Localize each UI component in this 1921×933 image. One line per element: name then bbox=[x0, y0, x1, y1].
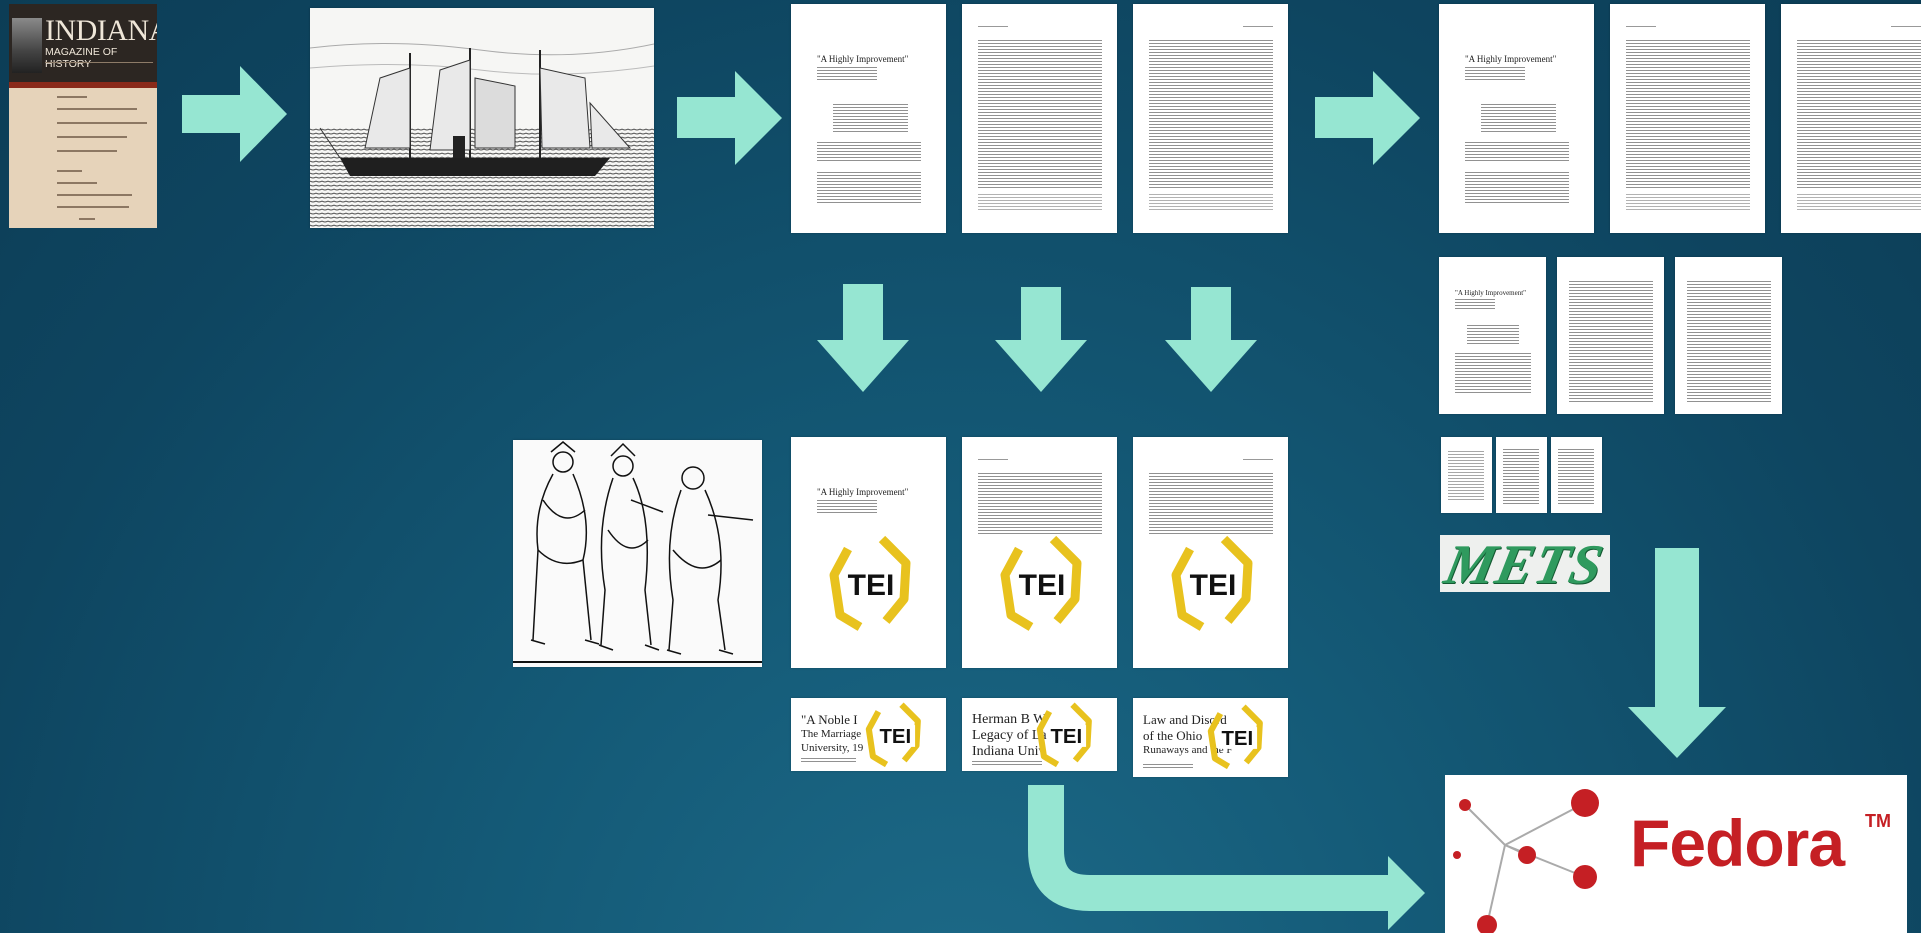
page-small-3 bbox=[1551, 437, 1602, 513]
arrow-right-1 bbox=[182, 66, 287, 162]
fedora-label: Fedora bbox=[1630, 806, 1845, 880]
page-small-2 bbox=[1496, 437, 1547, 513]
tei-logo: TEI bbox=[1000, 535, 1082, 631]
arrow-down-mets bbox=[1628, 548, 1726, 758]
tei-strip-2: Herman B W Legacy of La Indiana Univ TEI bbox=[962, 698, 1117, 771]
page-copy-3 bbox=[1781, 4, 1921, 233]
cover-title: INDIANA bbox=[45, 14, 157, 47]
tei-page-2: TEI bbox=[962, 437, 1117, 668]
tei-logo: TEI bbox=[1036, 702, 1092, 768]
page-medium-1: "A Highly Improvement" bbox=[1439, 257, 1546, 414]
tei-strip-1: "A Noble I The Marriage University, 19 T… bbox=[791, 698, 946, 771]
svg-text:TEI: TEI bbox=[1221, 728, 1253, 750]
tei-page-3: TEI bbox=[1133, 437, 1288, 668]
svg-text:TEI: TEI bbox=[848, 569, 895, 602]
svg-text:TEI: TEI bbox=[1050, 726, 1082, 748]
magazine-cover: INDIANA MAGAZINE OF HISTORY bbox=[9, 4, 157, 228]
tei-strip-3: Law and Disord of the Ohio Runaways and … bbox=[1133, 698, 1288, 777]
page-small-1 bbox=[1441, 437, 1492, 513]
page-copy-2 bbox=[1610, 4, 1765, 233]
fedora-logo: Fedora TM bbox=[1445, 775, 1907, 933]
arrow-down-1 bbox=[817, 284, 909, 392]
arrow-down-2 bbox=[995, 287, 1087, 392]
arrow-right-3 bbox=[1315, 71, 1420, 165]
mets-logo: METS bbox=[1440, 535, 1610, 592]
svg-text:TEI: TEI bbox=[1190, 569, 1237, 602]
figures-engraving bbox=[513, 440, 762, 667]
page-2 bbox=[962, 4, 1117, 233]
cover-photo bbox=[12, 18, 42, 73]
tei-logo: TEI bbox=[1207, 704, 1263, 770]
page-1: "A Highly Improvement" bbox=[791, 4, 946, 233]
ship-engraving bbox=[310, 8, 654, 228]
page-copy-1: "A Highly Improvement" bbox=[1439, 4, 1594, 233]
tei-logo: TEI bbox=[829, 535, 911, 631]
arrow-curve-to-fedora bbox=[1028, 785, 1390, 911]
svg-text:TEI: TEI bbox=[879, 726, 911, 748]
page-3 bbox=[1133, 4, 1288, 233]
tei-page-1: "A Highly Improvement" TEI bbox=[791, 437, 946, 668]
tei-logo: TEI bbox=[865, 702, 921, 768]
tei-logo: TEI bbox=[1171, 535, 1253, 631]
arrow-down-3 bbox=[1165, 287, 1257, 392]
svg-text:TEI: TEI bbox=[1019, 569, 1066, 602]
page-medium-2 bbox=[1557, 257, 1664, 414]
fedora-trademark: TM bbox=[1865, 811, 1891, 831]
fedora-network-icon bbox=[1453, 789, 1599, 933]
page-medium-3 bbox=[1675, 257, 1782, 414]
arrow-right-2 bbox=[677, 71, 782, 165]
cover-subtitle: MAGAZINE OF HISTORY bbox=[45, 46, 118, 70]
